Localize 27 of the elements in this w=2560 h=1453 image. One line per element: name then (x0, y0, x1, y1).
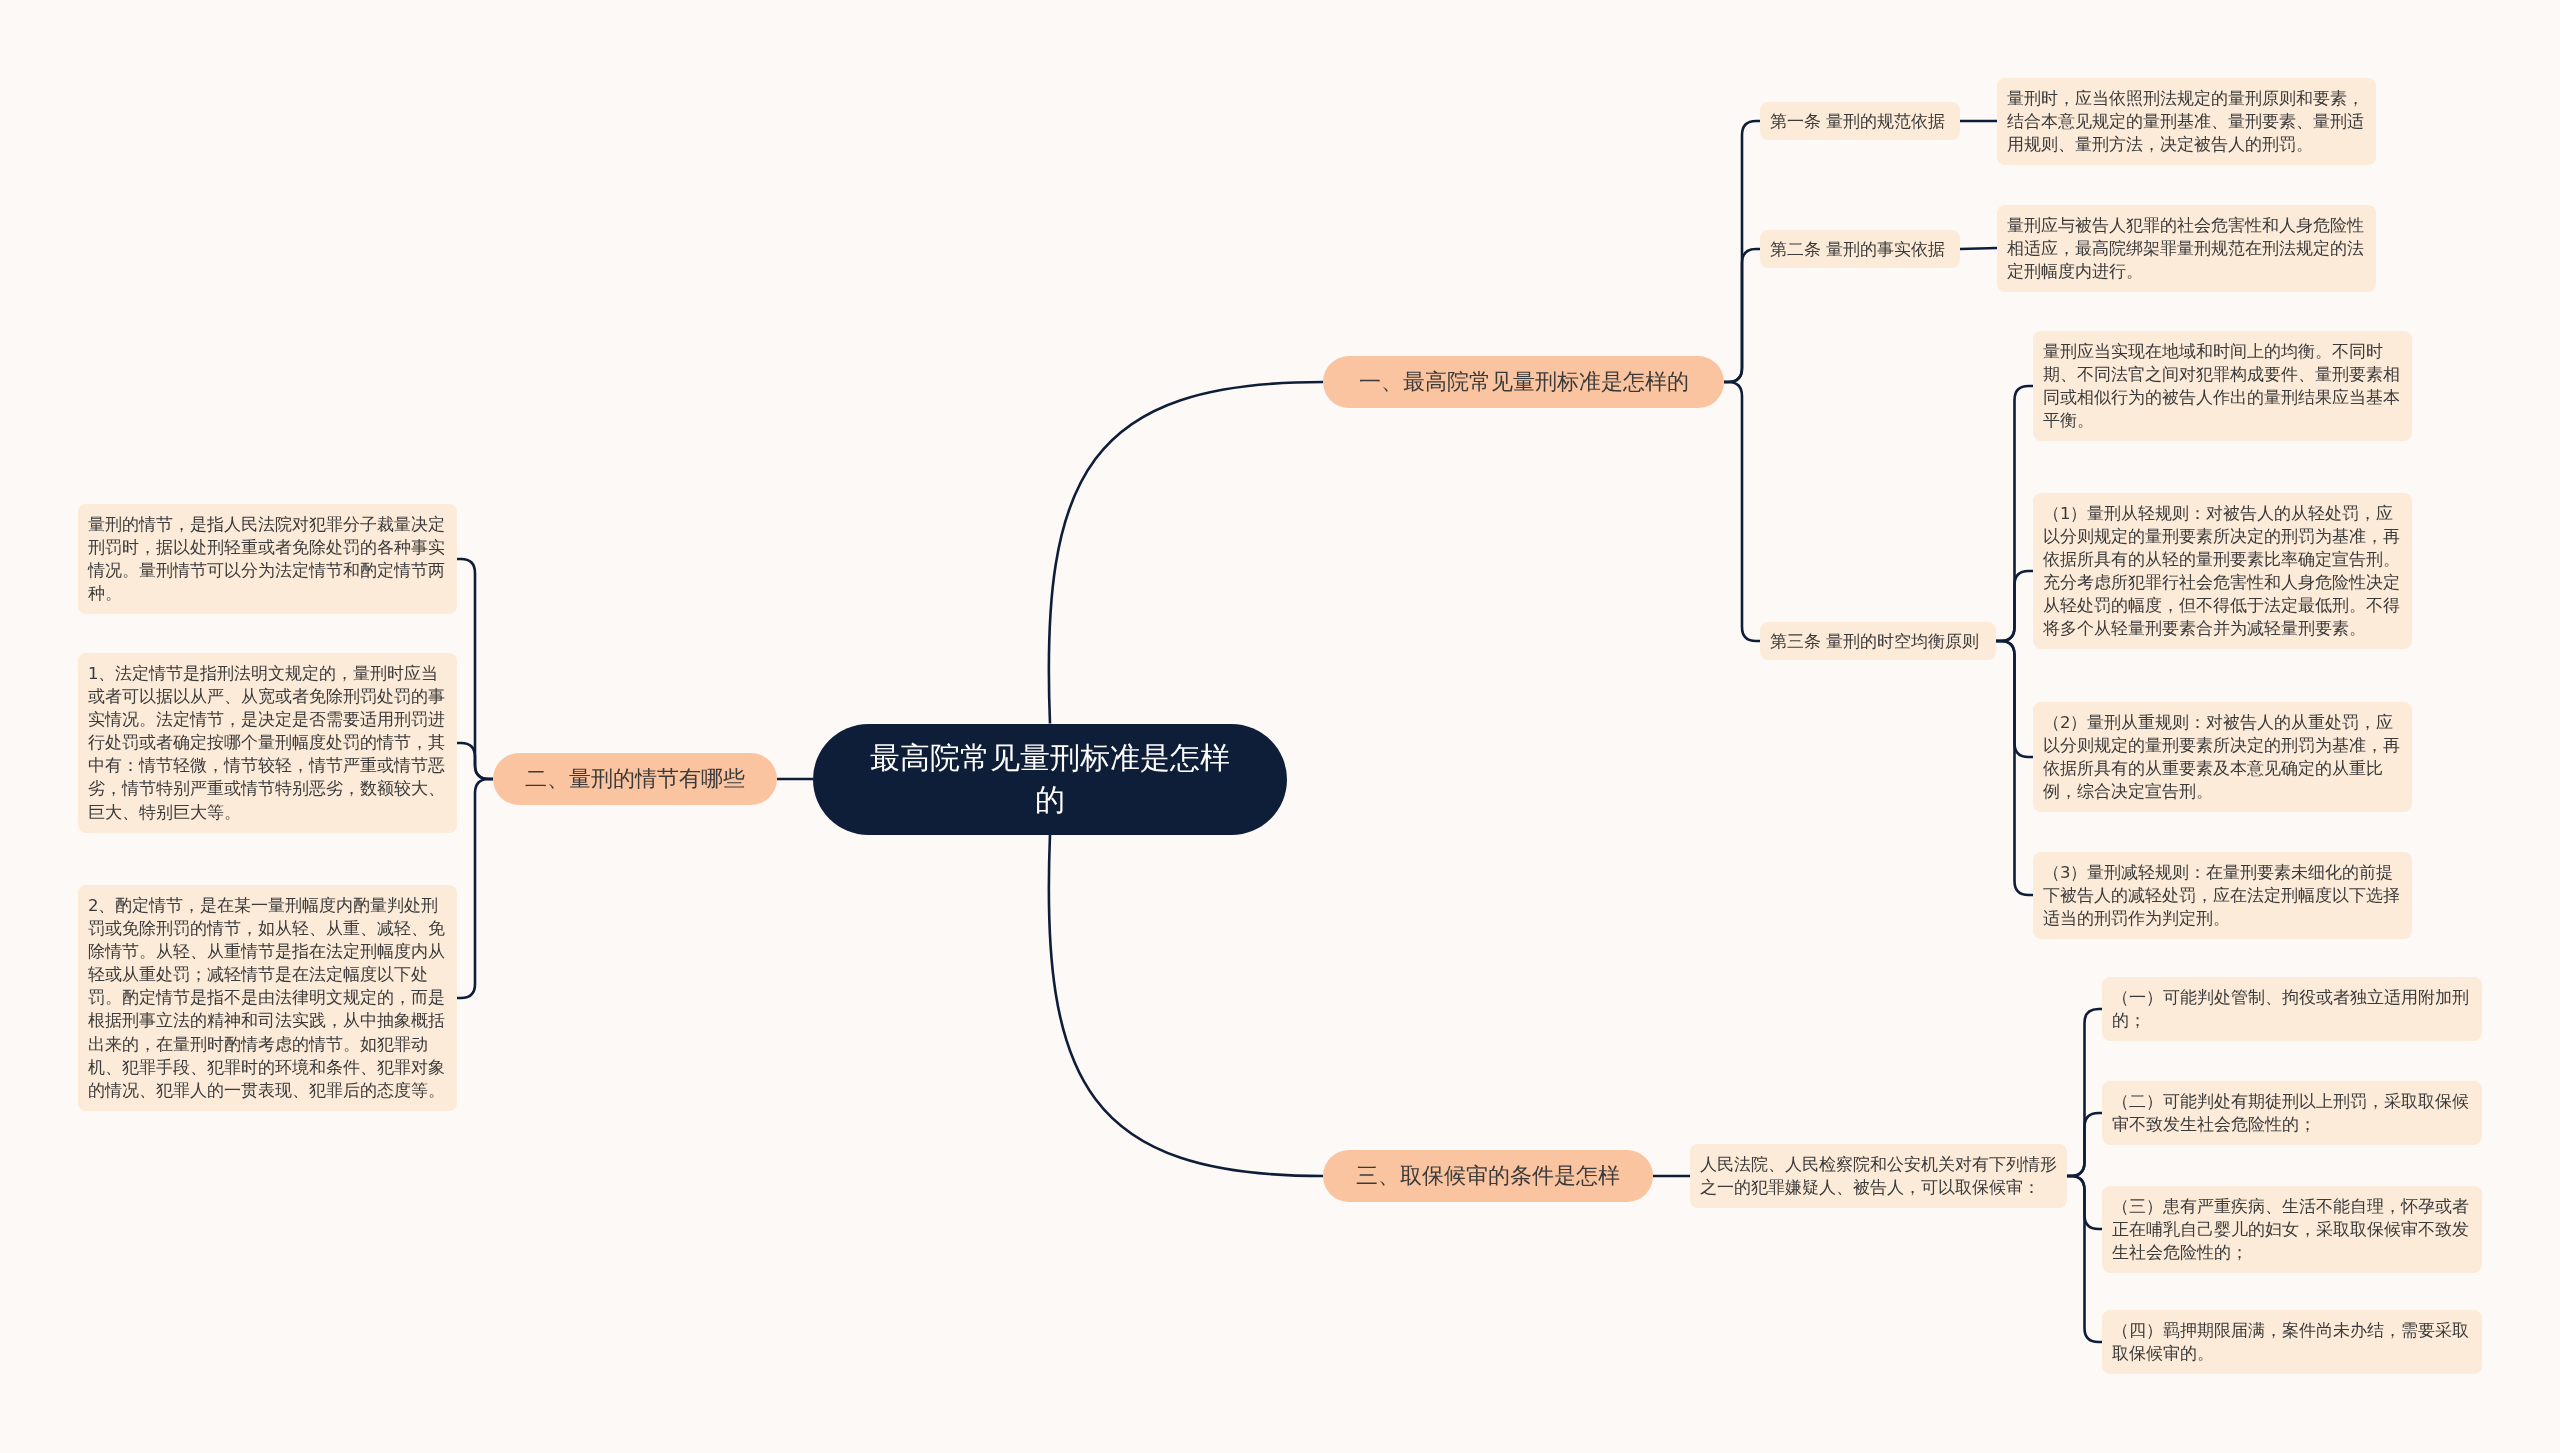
text-card: 1、法定情节是指刑法明文规定的，量刑时应当或者可以据以从严、从宽或者免除刑罚处罚的事实情况。法定情节，是决定是否需要适用刑罚进行处罚或者确定按哪个量刑幅度处罚的情节，其中有：情节轻微，情节较轻，情节严重或情节恶劣，情节特别严重或情节特别恶劣，数额较大、巨大、特别巨大等。 (78, 653, 457, 833)
topic-pill: 一、最高院常见量刑标准是怎样的 (1323, 355, 1724, 409)
connector (1960, 119, 1997, 123)
subtopic-box: 第三条 量刑的时空均衡原则 (1760, 622, 1996, 661)
text-card: 量刑应与被告人犯罪的社会危害性和人身危险性相适应，最高院绑架罪量刑规范在刑法规定的法定刑幅度内进行。 (1997, 204, 2376, 292)
connector (1959, 246, 1998, 251)
text-card: 量刑的情节，是指人民法院对犯罪分子裁量决定刑罚时，据以处刑轻重或者免除处罚的各种事实情况。量刑情节可以分为法定情节和酌定情节两种。 (78, 504, 457, 615)
connector (777, 777, 813, 781)
connector (1653, 1174, 1690, 1178)
text-card: 人民法院、人民检察院和公安机关对有下列情形之一的犯罪嫌疑人、被告人，可以取保候审： (1690, 1144, 2067, 1209)
subtopic-box: 第一条 量刑的规范依据 (1760, 102, 1960, 141)
text-card: （二）可能判处有期徒刑以上刑罚，采取取保候审不致发生社会危险性的； (2102, 1081, 2482, 1146)
text-card: （一）可能判处管制、拘役或者独立适用附加刑的； (2102, 977, 2482, 1042)
text-card: （三）患有严重疾病、生活不能自理，怀孕或者正在哺乳自己婴儿的妇女，采取取保候审不致发生社会危险性的； (2102, 1185, 2482, 1273)
text-card: （1）量刑从轻规则：对被告人的从轻处罚，应以分则规定的量刑要素所决定的刑罚为基准，再依据所具有的从轻的量刑要素比率确定宣告刑。充分考虑所犯罪行社会危害性和人身危险性决定从轻处罚的幅度，但不得低于法定最低刑。不得将多个从轻量刑要素合并为减轻量刑要素。 (2033, 492, 2412, 650)
connector (1047, 834, 1324, 1178)
text-card: （四）羁押期限届满，案件尚未办结，需要采取取保候审的。 (2102, 1310, 2482, 1375)
subtopic-box: 第二条 量刑的事实依据 (1760, 230, 1960, 269)
text-card: 量刑时，应当依照刑法规定的量刑原则和要素，结合本意见规定的量刑基准、量刑要素、量刑适用规则、量刑方法，决定被告人的刑罚。 (1997, 77, 2376, 165)
connector (1047, 380, 1324, 724)
text-card: 量刑应当实现在地域和时间上的均衡。不同时期、不同法官之间对犯罪构成要件、量刑要素相同或相似行为的被告人作出的量刑结果应当基本平衡。 (2033, 331, 2412, 442)
text-card: （3）量刑减轻规则：在量刑要素未细化的前提下被告人的减轻处罚，应在法定刑幅度以下选择适当的刑罚作为判定刑。 (2033, 851, 2412, 939)
topic-pill: 二、量刑的情节有哪些 (493, 752, 777, 806)
central-topic: 最高院常见量刑标准是怎样的 (813, 723, 1287, 835)
text-card: 2、酌定情节，是在某一量刑幅度内酌量判处刑罚或免除刑罚的情节，如从轻、从重、减轻、免除情节。从轻、从重情节是指在法定刑幅度内从轻或从重处罚；减轻情节是在法定幅度以下处罚。酌定情节是指不是由法律明文规定的，而是根据刑事立法的精神和司法实践，从中抽象概括出来的，在量刑时酌情考虑的情节。如犯罪动机、犯罪手段、犯罪时的环境和条件、犯罪对象的情况、犯罪人的一贯表现、犯罪后的态度等。 (78, 885, 457, 1111)
text-card: （2）量刑从重规则：对被告人的从重处罚，应以分则规定的量刑要素所决定的刑罚为基准，再依据所具有的从重要素及本意见确定的从重比例，综合决定宣告刑。 (2033, 702, 2412, 813)
topic-pill: 三、取保候审的条件是怎样 (1323, 1149, 1653, 1203)
